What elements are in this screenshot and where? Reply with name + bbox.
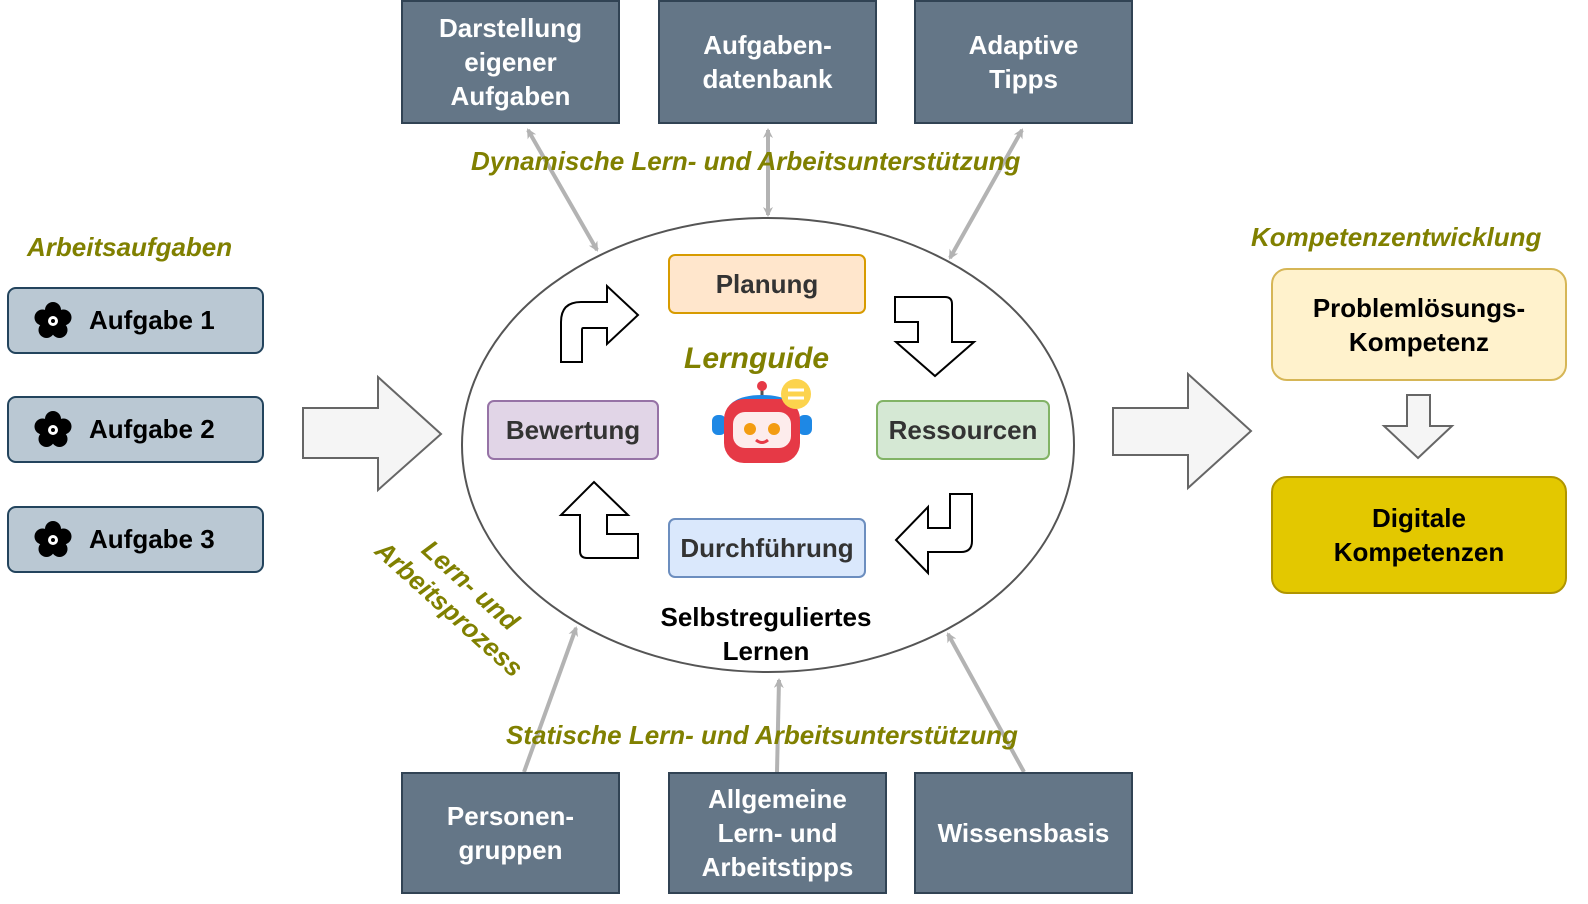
phase-label: Durchführung — [680, 532, 854, 563]
flower-icon — [34, 520, 72, 557]
turn-arrow-icon-bottom-left — [558, 480, 639, 559]
phase-ressourcen: Ressourcen — [876, 400, 1050, 460]
task-label: Aufgabe 2 — [89, 414, 215, 444]
box-allgemeine-lern-und-arbeitstipps: Allgemeine Lern- und Arbeitstipps — [668, 772, 887, 894]
competence-label: Problemlösungs- Kompetenz — [1312, 292, 1526, 357]
block-arrow-input — [302, 374, 443, 493]
selbstreguliertes-lernen-caption: Selbstreguliertes Lernen — [660, 602, 872, 666]
box-problemloesungskompetenz: Problemlösungs- Kompetenz — [1271, 268, 1567, 381]
label-tasks-title: Arbeitsaufgaben — [27, 232, 233, 262]
connector-top-3 — [948, 128, 1024, 260]
box-label: Darstellung eigener Aufgaben — [438, 13, 583, 111]
label-static-support: Statische Lern- und Arbeitsunterstützung — [506, 720, 1018, 750]
flower-icon — [34, 301, 72, 338]
box-digitale-kompetenzen: Digitale Kompetenzen — [1271, 476, 1567, 594]
phase-planung: Planung — [668, 254, 866, 314]
turn-arrow-icon-top-left — [560, 283, 640, 363]
block-arrow-down — [1381, 394, 1455, 460]
block-arrow-output — [1112, 371, 1253, 491]
box-label: Adaptive Tipps — [968, 30, 1079, 94]
box-aufgabendatenbank: Aufgaben- datenbank — [658, 0, 877, 124]
box-darstellung-eigener-aufgaben: Darstellung eigener Aufgaben — [401, 0, 620, 124]
task-2: Aufgabe 2 — [7, 396, 264, 463]
phase-durchfuehrung: Durchführung — [668, 518, 866, 578]
task-label: Aufgabe 3 — [89, 524, 215, 554]
task-label: Aufgabe 1 — [89, 305, 215, 335]
robot-icon — [712, 379, 812, 463]
connector-bottom-3 — [946, 632, 1026, 773]
turn-arrow-icon-top-right — [893, 296, 977, 378]
connector-bottom-1 — [522, 626, 578, 773]
task-3: Aufgabe 3 — [7, 506, 264, 573]
lernguide-title: Lernguide — [684, 342, 830, 375]
connector-top-1 — [526, 128, 599, 252]
box-personengruppen: Personen- gruppen — [401, 772, 620, 894]
box-wissensbasis: Wissensbasis — [914, 772, 1133, 894]
label-competence-title: Kompetenzentwicklung — [1251, 222, 1542, 252]
box-label: Allgemeine Lern- und Arbeitstipps — [701, 784, 854, 882]
box-label: Personen- gruppen — [446, 801, 575, 865]
connector-bottom-2 — [773, 678, 784, 773]
task-1: Aufgabe 1 — [7, 287, 264, 354]
phase-label: Ressourcen — [888, 414, 1038, 445]
phase-label: Planung — [715, 268, 819, 299]
competence-label: Digitale Kompetenzen — [1333, 503, 1505, 567]
box-label: Wissensbasis — [937, 818, 1110, 848]
flower-icon — [34, 410, 72, 447]
phase-bewertung: Bewertung — [487, 400, 659, 460]
box-adaptive-tipps: Adaptive Tipps — [914, 0, 1133, 124]
label-dynamic-support: Dynamische Lern- und Arbeitsunterstützun… — [471, 146, 1021, 176]
turn-arrow-icon-bottom-right — [894, 493, 973, 576]
phase-label: Bewertung — [505, 414, 641, 445]
box-label: Aufgaben- datenbank — [702, 30, 833, 94]
